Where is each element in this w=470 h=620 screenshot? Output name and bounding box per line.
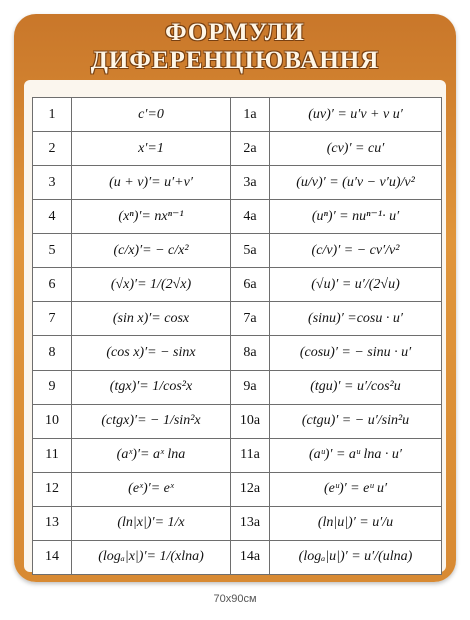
formula-a: (c/v)′ = − cv′/v²: [269, 233, 442, 269]
row-number-a: 8a: [230, 335, 270, 371]
row-number: 7: [32, 301, 72, 337]
row-number: 6: [32, 267, 72, 303]
row-number: 12: [32, 471, 72, 507]
formula-a: (aᵘ)′ = aᵘ lna · u′: [269, 437, 442, 473]
row-number-a: 1a: [230, 96, 270, 133]
formula-a: (√u)′ = u′/(2√u): [269, 267, 442, 303]
size-note: 70x90см: [213, 593, 257, 605]
row-number: 2: [32, 131, 72, 167]
formula: (√x)′= 1/(2√x): [71, 267, 231, 303]
formula-a: (uv)′ = u′v + v u′: [269, 96, 442, 133]
formula: x′=1: [71, 131, 231, 167]
formula-a: (uⁿ)′ = nuⁿ⁻¹· u′: [269, 199, 442, 235]
row-number: 4: [32, 199, 72, 235]
formula-a: (tgu)′ = u′/cos²u: [269, 369, 442, 405]
row-number-a: 11a: [230, 437, 270, 473]
formula: (eˣ)′= eˣ: [71, 471, 231, 507]
row-number: 14: [32, 539, 72, 576]
row-number-a: 3a: [230, 165, 270, 201]
row-number-a: 13a: [230, 505, 270, 541]
row-number-a: 7a: [230, 301, 270, 337]
row-number: 5: [32, 233, 72, 269]
row-number-a: 5a: [230, 233, 270, 269]
row-number-a: 9a: [230, 369, 270, 405]
row-number: 1: [32, 96, 72, 133]
formula-a: (logₐ|u|)′ = u′/(ulna): [269, 539, 442, 576]
formula-a: (ln|u|)′ = u′/u: [269, 505, 442, 541]
table-row: 6(√x)′= 1/(2√x)6a(√u)′ = u′/(2√u): [32, 267, 442, 303]
formula-a: (eᵘ)′ = eᵘ u′: [269, 471, 442, 507]
row-number: 8: [32, 335, 72, 371]
row-number-a: 2a: [230, 131, 270, 167]
formula-a: (u/v)′ = (u′v − v′u)/v²: [269, 165, 442, 201]
formula: (sin x)′= cosx: [71, 301, 231, 337]
row-number: 9: [32, 369, 72, 405]
poster-header: ФОРМУЛИ ДИФЕРЕНЦІЮВАННЯ: [14, 14, 456, 80]
formula: (u + v)′= u′+v′: [71, 165, 231, 201]
title-line-1: ФОРМУЛИ: [165, 19, 305, 46]
formula: (aˣ)′= aˣ lna: [71, 437, 231, 473]
formula: (ln|x|)′= 1/x: [71, 505, 231, 541]
formula-a: (cv)′ = cu′: [269, 131, 442, 167]
row-number: 11: [32, 437, 72, 473]
formula-a: (ctgu)′ = − u′/sin²u: [269, 403, 442, 439]
formula: (logₐ|x|)′= 1/(xlna): [71, 539, 231, 576]
formula: (cos x)′= − sinx: [71, 335, 231, 371]
row-number: 3: [32, 165, 72, 201]
row-number-a: 14a: [230, 539, 270, 576]
formula-a: (sinu)′ =cosu · u′: [269, 301, 442, 337]
formula: (c/x)′= − c/x²: [71, 233, 231, 269]
title-line-2: ДИФЕРЕНЦІЮВАННЯ: [90, 47, 380, 74]
row-number: 13: [32, 505, 72, 541]
row-number: 10: [32, 403, 72, 439]
row-number-a: 4a: [230, 199, 270, 235]
formula: (ctgx)′= − 1/sin²x: [71, 403, 231, 439]
formula: (xⁿ)′= nxⁿ⁻¹: [71, 199, 231, 235]
table-row: 14(logₐ|x|)′= 1/(xlna)14a(logₐ|u|)′ = u′…: [32, 539, 442, 576]
row-number-a: 6a: [230, 267, 270, 303]
row-number-a: 12a: [230, 471, 270, 507]
row-number-a: 10a: [230, 403, 270, 439]
formula-a: (cosu)′ = − sinu · u′: [269, 335, 442, 371]
formula: (tgx)′= 1/cos²x: [71, 369, 231, 405]
formula: c′=0: [71, 96, 231, 133]
table-row: 3(u + v)′= u′+v′3a(u/v)′ = (u′v − v′u)/v…: [32, 165, 442, 201]
